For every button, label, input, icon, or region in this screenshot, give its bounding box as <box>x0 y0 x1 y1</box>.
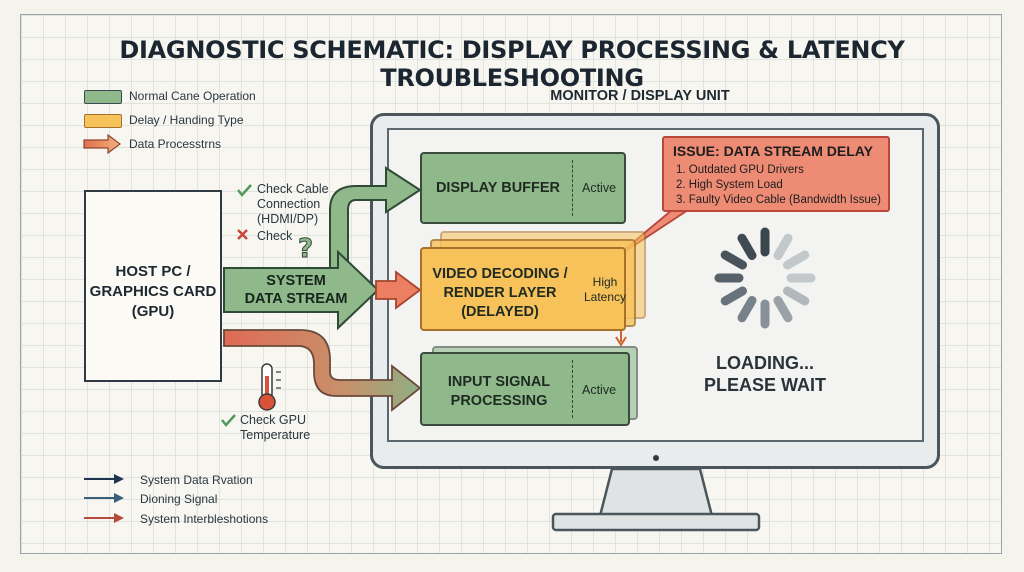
check-cable-text: Check Cable Connection (HDMI/DP) <box>257 182 329 227</box>
legend-label-normal: Normal Cane Operation <box>129 89 256 103</box>
check-cable-line-1: Check Cable <box>257 182 329 196</box>
issue-callout-box <box>662 136 890 212</box>
page-title: DIAGNOSTIC SCHEMATIC: DISPLAY PROCESSING… <box>119 36 905 92</box>
monitor-neck <box>598 467 714 518</box>
high-latency-status: High Latency <box>584 275 626 305</box>
legend-label-delay: Delay / Handing Type <box>129 113 244 127</box>
legend-arrow-data <box>83 133 121 155</box>
question-icon: ? <box>298 234 313 264</box>
issue-item: 2. High System Load <box>676 179 783 191</box>
video-decoding-title: VIDEO DECODING / RENDER LAYER (DELAYED) <box>424 265 576 322</box>
check-cable-line-2: Connection <box>257 197 321 211</box>
legend-bottom-arrows <box>84 474 124 523</box>
display-buffer-title: DISPLAY BUFFER <box>435 180 561 196</box>
check-cable-icon <box>237 184 252 197</box>
issue-item: 3. Faulty Video Cable (Bandwidth Issue) <box>676 194 881 206</box>
stream-line-2: DATA STREAM <box>244 291 348 307</box>
host-pc-box <box>84 190 222 382</box>
legend-label-signal: Dioning Signal <box>140 492 218 506</box>
check-cable-line-3: (HDMI/DP) <box>257 212 319 226</box>
input-signal-divider <box>572 360 573 418</box>
legend-swatch-delay <box>84 114 122 128</box>
loading-text: LOADING... PLEASE WAIT <box>660 352 870 396</box>
host-line-2: GRAPHICS CARD <box>89 283 217 300</box>
display-buffer-divider <box>572 160 573 216</box>
input-signal-line-1: INPUT SIGNAL <box>447 374 551 390</box>
video-decoding-line-2: RENDER LAYER <box>443 285 557 301</box>
arrow-to-input-signal <box>223 329 422 412</box>
video-decoding-box <box>420 247 626 331</box>
host-line-1: HOST PC / <box>115 263 191 280</box>
legend-label-system-data: System Data Rvation <box>140 473 253 487</box>
check-gpu-line-2: Temperature <box>240 428 311 442</box>
display-buffer-box <box>420 152 626 224</box>
input-signal-status: Active <box>582 383 617 397</box>
video-decoding-line-3: (DELAYED) <box>461 304 539 320</box>
loading-spinner-icon <box>714 227 816 329</box>
issue-title: ISSUE: DATA STREAM DELAY <box>673 143 873 159</box>
host-line-3: (GPU) <box>131 303 175 320</box>
display-buffer-status: Active <box>582 181 617 195</box>
check-gpu-text: Check GPU Temperature <box>240 413 310 443</box>
legend-label-data: Data Processtrns <box>129 137 222 151</box>
arrow-to-video-decoding <box>375 270 422 310</box>
check-gpu-icon <box>221 414 236 427</box>
host-pc-label: HOST PC / GRAPHICS CARD (GPU) <box>84 262 222 322</box>
input-signal-box <box>420 352 630 426</box>
loading-line-1: LOADING... <box>716 353 814 373</box>
thermometer-icon <box>258 363 281 411</box>
issue-item: 1. Outdated GPU Drivers <box>676 164 804 176</box>
check-text: Check <box>257 229 293 243</box>
high-latency-line-1: High <box>592 275 618 289</box>
system-data-stream-label: SYSTEM DATA STREAM <box>236 272 356 308</box>
stream-line-1: SYSTEM <box>266 273 326 289</box>
system-data-stream-arrow <box>223 249 380 331</box>
legend-label-interruptions: System Interbleshotions <box>140 512 269 526</box>
arrow-to-display-buffer <box>329 166 422 269</box>
legend-swatch-normal <box>84 90 122 104</box>
input-signal-line-2: PROCESSING <box>450 393 548 409</box>
loading-line-2: PLEASE WAIT <box>703 375 826 395</box>
monitor-base <box>551 512 761 532</box>
high-latency-line-2: Latency <box>584 290 627 304</box>
input-signal-title: INPUT SIGNAL PROCESSING <box>424 373 574 411</box>
monitor-power-dot <box>653 455 659 461</box>
cross-icon <box>237 229 248 240</box>
monitor-label: MONITOR / DISPLAY UNIT <box>550 88 730 104</box>
check-gpu-line-1: Check GPU <box>240 413 306 427</box>
video-decoding-line-1: VIDEO DECODING / <box>432 266 568 282</box>
